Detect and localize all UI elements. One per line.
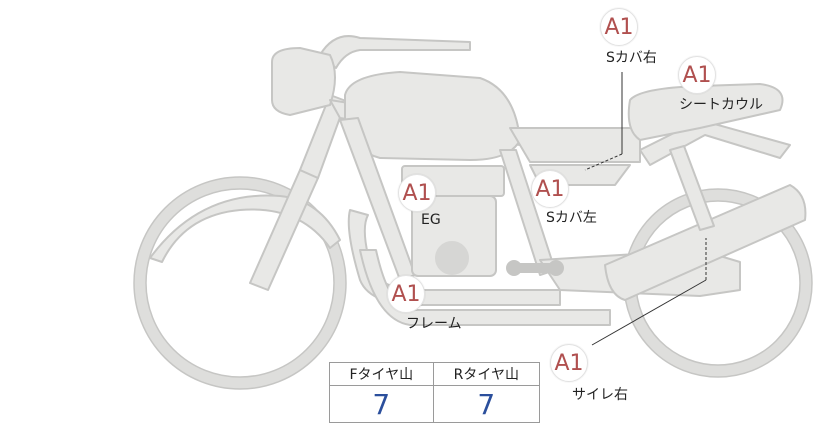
damage-code-muffler-right: A1 — [550, 344, 588, 382]
damage-code-s-cover-left: A1 — [531, 170, 569, 208]
label-s-cover-left: Sカバ左 — [546, 210, 597, 226]
label-s-cover-right: Sカバ右 — [606, 50, 657, 66]
label-seat-cowl: シートカウル — [679, 97, 763, 113]
tire-tread-table: Fタイヤ山 Rタイヤ山 7 7 — [329, 362, 541, 423]
label-frame: フレーム — [406, 316, 462, 332]
damage-code-engine: A1 — [398, 174, 436, 212]
leader-line-muffler-right — [591, 279, 707, 346]
damage-code-seat-cowl: A1 — [678, 56, 716, 94]
rear-tire-header: Rタイヤ山 — [432, 362, 541, 386]
damage-code-frame: A1 — [387, 275, 425, 313]
front-tire-value: 7 — [329, 385, 434, 423]
label-muffler-right: サイレ右 — [572, 387, 628, 403]
damage-code-s-cover-right: A1 — [600, 8, 638, 46]
front-wheel — [134, 177, 346, 389]
label-engine: EG — [421, 212, 441, 228]
front-tire-header: Fタイヤ山 — [329, 362, 434, 386]
rear-tire-value: 7 — [432, 385, 541, 423]
